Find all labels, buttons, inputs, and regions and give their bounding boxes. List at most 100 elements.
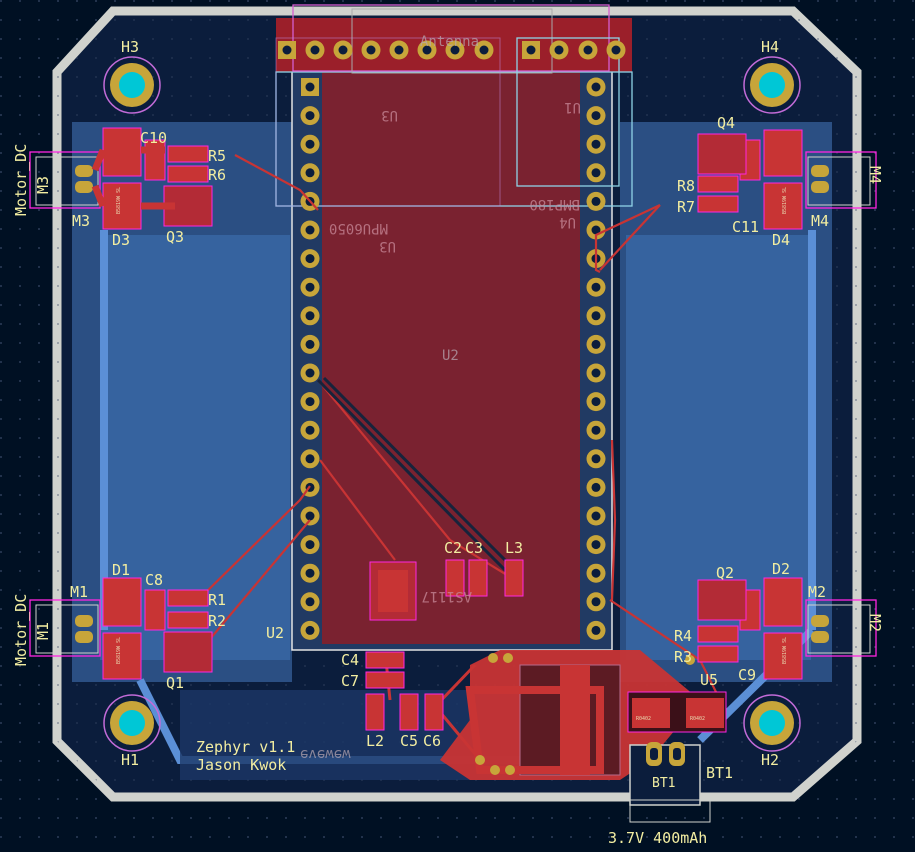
- label-m2-ref: M2: [808, 583, 826, 601]
- u2-right-pin[interactable]: [586, 563, 606, 583]
- label-m3-type: Motor_DC: [12, 144, 30, 216]
- front-traces: [199, 154, 721, 701]
- label-q3: Q3: [166, 228, 184, 246]
- front-copper-zone: [322, 72, 580, 644]
- u2-right-pin[interactable]: [586, 477, 606, 497]
- label-bt1-value: BT1: [652, 776, 675, 791]
- u2-right-pin[interactable]: [586, 306, 606, 326]
- u2-left-pin[interactable]: [300, 306, 320, 326]
- u2-right-pin[interactable]: [586, 392, 606, 412]
- u2-right-pin[interactable]: [586, 363, 606, 383]
- u2-left-pin[interactable]: [300, 449, 320, 469]
- u2-right-pin[interactable]: [586, 535, 606, 555]
- smd-cluster-l2-c5-c6[interactable]: [365, 693, 444, 731]
- u2-right-pin[interactable]: [586, 506, 606, 526]
- motor-driver-m1-block[interactable]: [29, 577, 213, 680]
- smd-cluster-c2-c3-l3[interactable]: [445, 559, 524, 597]
- u2-left-pin[interactable]: [300, 220, 320, 240]
- u2-left-pin[interactable]: [300, 363, 320, 383]
- label-h3: H3: [121, 38, 139, 56]
- label-r4: R4: [674, 627, 692, 645]
- u2-left-pin[interactable]: [300, 334, 320, 354]
- motor-driver-m3-block[interactable]: [29, 127, 213, 230]
- u2-right-pin[interactable]: [586, 620, 606, 640]
- u2-right-pin[interactable]: [586, 334, 606, 354]
- ldo-regulator-u5[interactable]: [369, 561, 417, 621]
- label-antenna: Antenna: [420, 34, 479, 50]
- label-r3: R3: [674, 648, 692, 666]
- bt1-left-pad-mark: R0402: [636, 716, 651, 722]
- u2-right-pin[interactable]: [586, 449, 606, 469]
- label-m1-ref: M1: [70, 583, 88, 601]
- mounting-hole-h2[interactable]: [743, 694, 801, 752]
- label-c9: C9: [738, 666, 756, 684]
- antenna-pin[interactable]: [474, 40, 494, 60]
- antenna-pin[interactable]: [278, 41, 296, 59]
- label-ldo-ref: U5: [700, 671, 718, 689]
- label-m1-value: M1: [34, 622, 52, 640]
- sensor-pin[interactable]: [522, 41, 540, 59]
- title-name: Zephyr v1.1: [196, 738, 295, 756]
- sensor-pin[interactable]: [578, 40, 598, 60]
- u2-right-pin[interactable]: [586, 191, 606, 211]
- u2-right-pin[interactable]: [586, 420, 606, 440]
- u2-left-pin[interactable]: [300, 420, 320, 440]
- u2-right-pin[interactable]: [586, 220, 606, 240]
- label-c2: C2: [444, 539, 462, 557]
- label-u3-front: U3: [381, 107, 398, 123]
- label-bt1-ref: BT1: [706, 764, 733, 782]
- u2-right-pin[interactable]: [586, 134, 606, 154]
- antenna-pin[interactable]: [445, 40, 465, 60]
- back-traces: [316, 376, 523, 582]
- u2-right-pin[interactable]: [586, 77, 606, 97]
- battery-connector-bt1[interactable]: [646, 742, 685, 766]
- u2-left-pin[interactable]: [300, 563, 320, 583]
- label-d4: D4: [772, 231, 790, 249]
- u2-left-pin[interactable]: [300, 620, 320, 640]
- u2-left-pin[interactable]: [300, 506, 320, 526]
- label-h1: H1: [121, 751, 139, 769]
- mounting-hole-h4[interactable]: [743, 56, 801, 114]
- antenna-pin[interactable]: [389, 40, 409, 60]
- sensor-pin[interactable]: [606, 40, 626, 60]
- u2-left-pin[interactable]: [300, 535, 320, 555]
- label-c5: C5: [400, 732, 418, 750]
- motor-driver-m2-block[interactable]: [697, 577, 877, 680]
- u2-left-pin[interactable]: [300, 249, 320, 269]
- u2-right-header: [586, 77, 606, 640]
- label-c10: C10: [140, 129, 167, 147]
- d1-part-mark: B5819W SL: [116, 637, 122, 664]
- label-m3-value: M3: [34, 176, 52, 194]
- u2-left-pin[interactable]: [300, 134, 320, 154]
- u2-right-pin[interactable]: [586, 592, 606, 612]
- label-u3-ref-back: U3: [379, 238, 396, 254]
- label-r1: R1: [208, 591, 226, 609]
- u2-left-pin[interactable]: [300, 106, 320, 126]
- d4-part-mark: B5819W SL: [782, 187, 788, 214]
- motor-driver-m4-block[interactable]: [697, 129, 877, 230]
- antenna-pin[interactable]: [333, 40, 353, 60]
- mounting-hole-h3[interactable]: [103, 56, 161, 114]
- u2-right-pin[interactable]: [586, 277, 606, 297]
- u2-left-pin[interactable]: [300, 592, 320, 612]
- label-d2: D2: [772, 560, 790, 578]
- u2-right-pin[interactable]: [586, 106, 606, 126]
- label-c7: C7: [341, 672, 359, 690]
- mounting-hole-h1[interactable]: [103, 694, 161, 752]
- label-u4-ref-back: U4: [559, 214, 576, 230]
- label-h4: H4: [761, 38, 779, 56]
- antenna-pin[interactable]: [417, 40, 437, 60]
- smd-cluster-c4-c7[interactable]: [365, 651, 405, 689]
- title-overlay: evewew: [300, 746, 351, 762]
- u2-left-pin[interactable]: [300, 277, 320, 297]
- u2-left-pin[interactable]: [300, 392, 320, 412]
- u2-left-pin[interactable]: [301, 78, 319, 96]
- label-m2-value: M2: [866, 614, 884, 632]
- antenna-pin[interactable]: [361, 40, 381, 60]
- u2-left-pin[interactable]: [300, 163, 320, 183]
- sensor-pin[interactable]: [549, 40, 569, 60]
- u2-right-pin[interactable]: [586, 163, 606, 183]
- label-battery-rating: 3.7V 400mAh: [608, 829, 707, 847]
- antenna-pin[interactable]: [305, 40, 325, 60]
